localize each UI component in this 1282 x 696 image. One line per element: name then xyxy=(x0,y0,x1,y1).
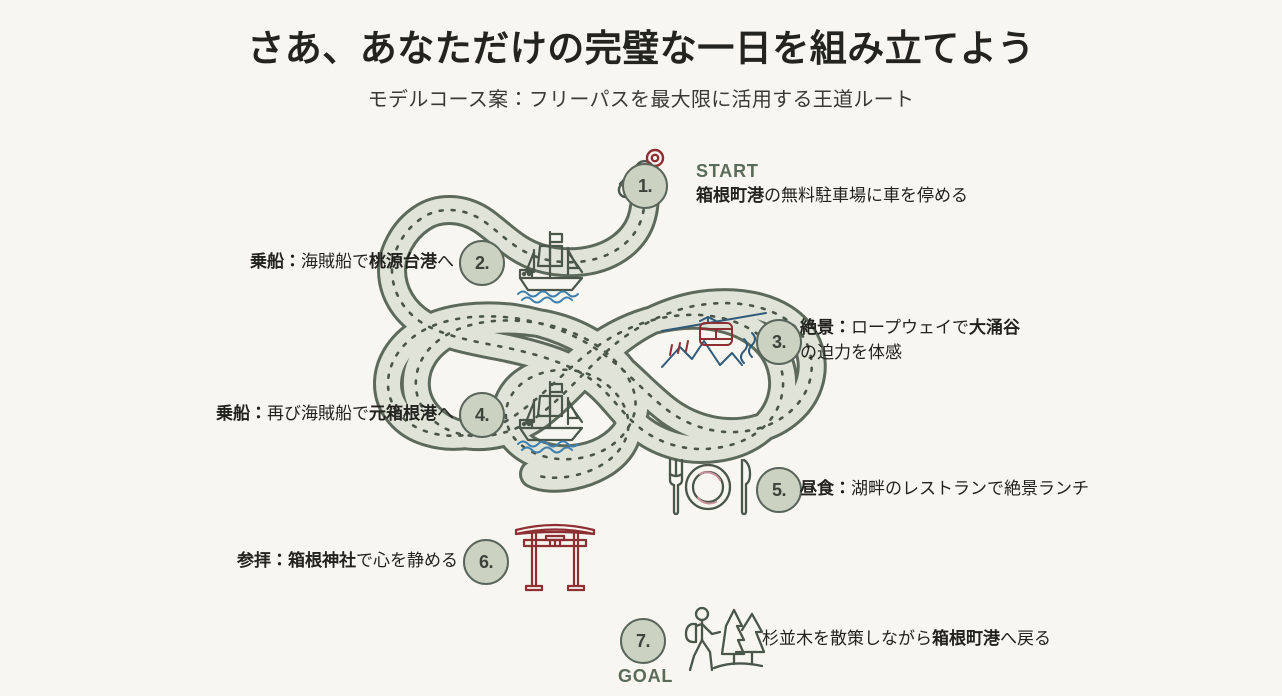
page-title: さあ、あなただけの完璧な一日を組み立てよう xyxy=(247,28,1035,69)
step-marker-4[interactable]: 4. xyxy=(459,392,505,438)
step-label-6-part-1: 箱根神社 xyxy=(288,551,356,570)
step-label-4-part-3: へ xyxy=(437,404,454,423)
step-number-6: 6. xyxy=(478,551,494,572)
step-label-2-part-2: 桃源台港 xyxy=(369,252,437,271)
step-number-3: 3. xyxy=(771,331,787,352)
route-fill-visible xyxy=(376,174,824,490)
hiker-trees-icon xyxy=(684,606,766,672)
step-label-3-part-3: の迫力を体感 xyxy=(800,342,902,362)
goal-badge: GOAL xyxy=(618,666,674,686)
step-number-5: 5. xyxy=(771,479,787,500)
step-marker-1[interactable]: 1. xyxy=(622,163,668,209)
step-label-7-part-1: 箱根町港 xyxy=(932,629,1000,648)
step-number-1: 1. xyxy=(637,175,653,196)
meal-icon xyxy=(668,458,752,516)
step-label-6-part-2: で心を静める xyxy=(356,551,458,570)
step-label-7-part-2: へ戻る xyxy=(1000,629,1051,648)
step-marker-7[interactable]: 7. xyxy=(620,618,666,664)
step-label-5-part-1: 湖畔のレストランで絶景ランチ xyxy=(851,479,1089,498)
step-label-1: 箱根町港の無料駐車場に車を停める xyxy=(696,184,968,209)
step-label-6-part-0: 参拝： xyxy=(237,551,288,570)
step-label-3-part-1: ロープウェイで xyxy=(851,318,969,337)
torii-icon xyxy=(514,523,596,592)
step-label-3-part-0: 絶景： xyxy=(800,318,851,337)
step-number-4: 4. xyxy=(474,404,490,425)
step-marker-2[interactable]: 2. xyxy=(459,240,505,286)
step-label-3-part-2: 大涌谷 xyxy=(968,318,1020,337)
ropeway-icon xyxy=(661,312,767,368)
step-number-7: 7. xyxy=(635,630,651,651)
pirate-ship-icon xyxy=(517,380,584,454)
step-label-4-part-2: 元箱根港 xyxy=(369,404,437,423)
step-label-3-line-1: の迫力を体感 xyxy=(800,341,1020,366)
step-label-2-part-3: へ xyxy=(437,252,454,271)
page-subtitle: モデルコース案：フリーパスを最大限に活用する王道ルート xyxy=(367,88,915,111)
step-label-1-part-1: の無料駐車場に車を停める xyxy=(764,186,968,205)
step-label-4: 乗船：再び海賊船で元箱根港へ xyxy=(196,402,454,427)
step-label-5-part-0: 昼食： xyxy=(800,479,851,498)
step-label-4-part-0: 乗船： xyxy=(216,404,267,423)
step-label-3: 絶景：ロープウェイで大涌谷 の迫力を体感 xyxy=(800,316,1020,365)
step-marker-6[interactable]: 6. xyxy=(463,539,509,585)
step-label-1-part-0: 箱根町港 xyxy=(696,186,764,205)
step-label-7: 杉並木を散策しながら箱根町港へ戻る xyxy=(762,627,1051,652)
step-label-2: 乗船：海賊船で桃源台港へ xyxy=(232,250,454,275)
pirate-ship-icon xyxy=(517,230,584,304)
step-label-2-part-0: 乗船： xyxy=(250,252,301,271)
start-badge: START xyxy=(696,161,759,181)
step-label-5: 昼食：湖畔のレストランで絶景ランチ xyxy=(800,477,1089,502)
step-marker-5[interactable]: 5. xyxy=(756,467,802,513)
step-label-7-part-0: 杉並木を散策しながら xyxy=(762,629,932,648)
step-label-4-part-1: 再び海賊船で xyxy=(267,404,369,423)
step-number-2: 2. xyxy=(474,252,490,273)
step-marker-3[interactable]: 3. xyxy=(756,319,802,365)
step-label-3-line-0: 絶景：ロープウェイで大涌谷 xyxy=(800,316,1020,341)
header: さあ、あなただけの完璧な一日を組み立てよう モデルコース案：フリーパスを最大限に… xyxy=(0,0,1282,112)
step-label-2-part-1: 海賊船で xyxy=(301,252,369,271)
step-label-6: 参拝：箱根神社で心を静める xyxy=(218,549,458,574)
